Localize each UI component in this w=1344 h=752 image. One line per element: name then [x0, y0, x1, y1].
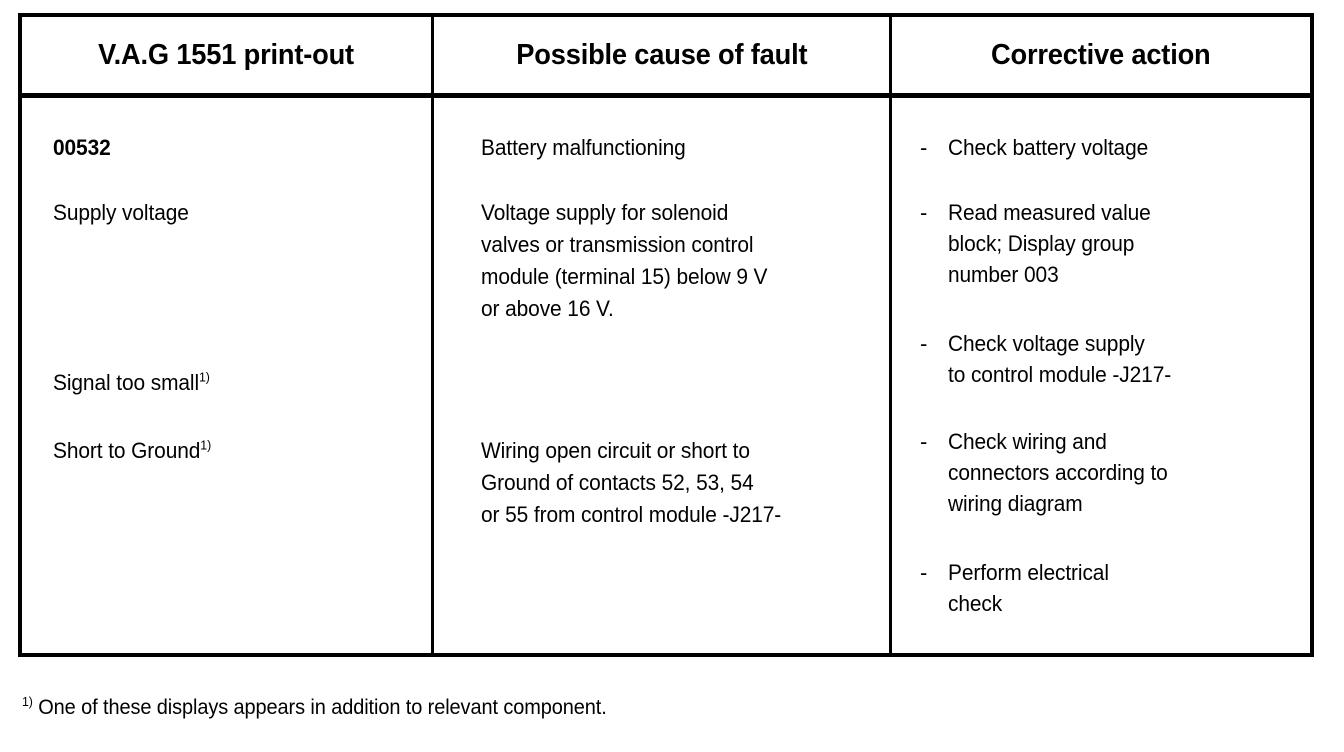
- action-item-check-voltage-supply: - Check voltage supply to control module…: [920, 328, 1183, 390]
- bullet-dash-icon: -: [920, 135, 928, 160]
- bullet-dash-icon: -: [920, 429, 928, 454]
- fault-name: Supply voltage: [53, 200, 189, 225]
- table-header-label-cause: Possible cause of fault: [515, 38, 808, 71]
- table-header-label-printout: V.A.G 1551 print-out: [98, 38, 355, 71]
- table-cell-cause: Battery malfunctioning Voltage supply fo…: [434, 98, 889, 653]
- table-header-cell-action: Corrective action: [892, 17, 1310, 93]
- action-perform-electrical-check-line-2: check: [948, 591, 1003, 616]
- action-item-perform-electrical-check: - Perform electrical check: [920, 557, 1117, 619]
- action-check-wiring-line-3: wiring diagram: [948, 491, 1083, 516]
- table-header-cell-cause: Possible cause of fault: [434, 17, 889, 93]
- action-check-wiring-line-1: Check wiring and: [948, 429, 1107, 454]
- action-check-voltage-supply-line-2: to control module -J217-: [948, 362, 1172, 387]
- table-body-row: 00532 Supply voltage Signal too small1) …: [22, 98, 1310, 653]
- footnote-marker: 1): [22, 694, 33, 709]
- bullet-dash-icon: -: [920, 560, 928, 585]
- cause-voltage-supply-line-1: Voltage supply for solenoid: [481, 200, 729, 225]
- header-column-divider-1: [431, 17, 434, 93]
- bullet-dash-icon: -: [920, 200, 928, 225]
- fault-code-table: V.A.G 1551 print-out Possible cause of f…: [18, 13, 1314, 657]
- display-signal-too-small: Signal too small1): [53, 367, 210, 398]
- cause-battery-malfunctioning: Battery malfunctioning: [481, 135, 686, 160]
- action-item-read-measured-value-block: - Read measured value block; Display gro…: [920, 197, 1161, 290]
- action-item-check-battery-voltage: - Check battery voltage: [920, 132, 1159, 163]
- display-signal-too-small-text: Signal too small: [53, 370, 200, 395]
- action-read-measured-value-line-2: block; Display group: [948, 231, 1135, 256]
- fault-code: 00532: [53, 135, 111, 160]
- table-cell-action: - Check battery voltage - Read measured …: [892, 98, 1310, 653]
- action-read-measured-value-line-3: number 003: [948, 262, 1059, 287]
- display-short-to-ground: Short to Ground1): [53, 435, 211, 466]
- action-read-measured-value-line-1: Read measured value: [948, 200, 1151, 225]
- body-column-divider-2: [889, 98, 892, 653]
- table-header-row: V.A.G 1551 print-out Possible cause of f…: [22, 17, 1310, 98]
- table-header-label-action: Corrective action: [991, 38, 1211, 71]
- action-item-check-wiring-and-connectors: - Check wiring and connectors according …: [920, 426, 1179, 519]
- cause-voltage-supply-line-2: valves or transmission control: [481, 232, 754, 257]
- action-check-battery-voltage-line-1: Check battery voltage: [948, 135, 1149, 160]
- cause-voltage-supply-line-4: or above 16 V.: [481, 296, 614, 321]
- display-signal-too-small-footnote-marker: 1): [199, 369, 210, 385]
- cause-wiring-line-3: or 55 from control module -J217-: [481, 502, 782, 527]
- action-perform-electrical-check-line-1: Perform electrical: [948, 560, 1109, 585]
- display-short-to-ground-text: Short to Ground: [53, 438, 201, 463]
- table-cell-printout: 00532 Supply voltage Signal too small1) …: [22, 98, 431, 653]
- header-column-divider-2: [889, 17, 892, 93]
- action-check-voltage-supply-line-1: Check voltage supply: [948, 331, 1145, 356]
- body-column-divider-1: [431, 98, 434, 653]
- table-header-cell-printout: V.A.G 1551 print-out: [22, 17, 431, 93]
- table-footnote: 1) One of these displays appears in addi…: [22, 694, 607, 722]
- cause-wiring-line-1: Wiring open circuit or short to: [481, 438, 750, 463]
- cause-voltage-supply-line-3: module (terminal 15) below 9 V: [481, 264, 768, 289]
- bullet-dash-icon: -: [920, 331, 928, 356]
- action-check-wiring-line-2: connectors according to: [948, 460, 1168, 485]
- display-short-to-ground-footnote-marker: 1): [200, 437, 212, 453]
- footnote-text: One of these displays appears in additio…: [32, 696, 607, 719]
- cause-wiring-line-2: Ground of contacts 52, 53, 54: [481, 470, 754, 495]
